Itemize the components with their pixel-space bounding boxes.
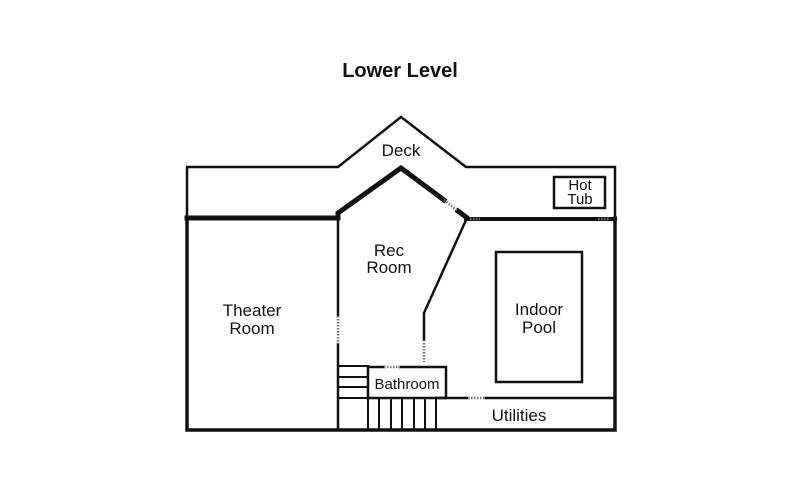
rec-room-diagonal-wall (422, 218, 468, 342)
floor-plan-title: Lower Level (342, 60, 458, 82)
stairs (337, 365, 437, 431)
deck-outline (185, 115, 617, 220)
bathroom-wall (366, 365, 448, 400)
hot-tub-label-line2: Tub (567, 191, 592, 208)
theater-room-label-line2: Room (229, 319, 274, 338)
deck-label: Deck (382, 141, 421, 160)
hot-tub (552, 175, 607, 210)
door-deck-rec (443, 199, 459, 212)
hot-tub-label-line1: Hot (568, 177, 592, 194)
rec-room-label-line2: Room (366, 258, 411, 277)
theater-room-label-line1: Theater (223, 301, 282, 320)
utilities-label: Utilities (492, 406, 547, 425)
bathroom-label: Bathroom (374, 376, 439, 393)
indoor-pool-label-line2: Pool (522, 318, 556, 337)
rec-room-right-top-wall (454, 207, 470, 221)
rec-room-roof-wall (335, 164, 448, 221)
indoor-pool-label-line1: Indoor (515, 300, 564, 319)
indoor-pool (494, 250, 584, 384)
rec-room-label-line1: Rec (374, 241, 405, 260)
